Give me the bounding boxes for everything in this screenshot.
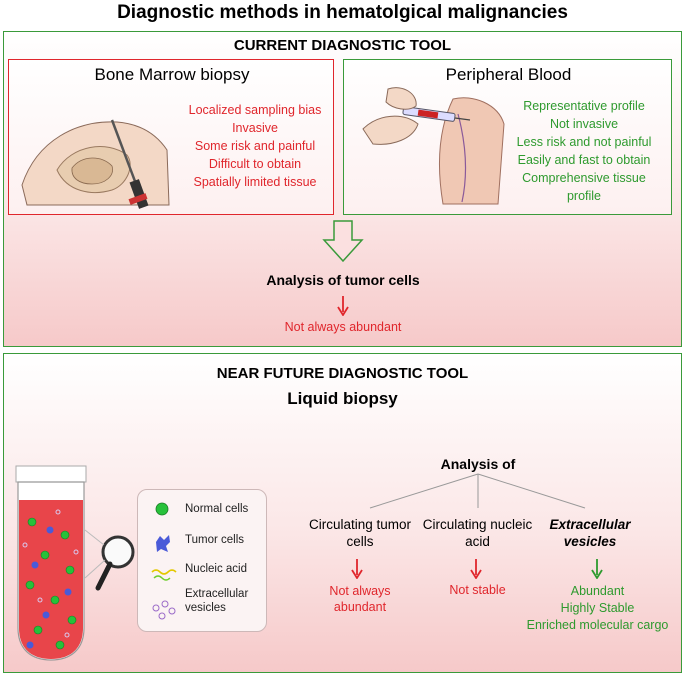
blood-draw-illustration xyxy=(362,87,505,205)
extracellular-vesicle-icon xyxy=(152,600,176,620)
peripheral-blood-title: Peripheral Blood xyxy=(445,65,572,84)
cell-legend: Normal cells Tumor cells Nucleic acid Ex… xyxy=(137,489,267,632)
red-down-arrow-icon xyxy=(470,559,482,579)
bone-marrow-box: Bone Marrow biopsy Localized sampling bi… xyxy=(8,59,334,215)
red-down-arrow-icon xyxy=(351,559,363,579)
bone-marrow-point: Localized sampling bias xyxy=(188,103,322,117)
bone-marrow-title: Bone Marrow biopsy xyxy=(94,65,250,84)
magnifier-icon xyxy=(101,535,135,569)
branch-circulating-nucleic-acid: Circulating nucleic acid xyxy=(422,517,533,549)
peripheral-blood-point: Not invasive xyxy=(549,117,619,131)
ev-note: Abundant xyxy=(570,584,625,598)
analysis-tree-lines xyxy=(369,473,586,509)
analysis-of-label: Analysis of xyxy=(440,456,516,472)
future-tool-heading: NEAR FUTURE DIAGNOSTIC TOOL xyxy=(216,365,469,382)
green-down-arrow-icon xyxy=(591,559,603,579)
current-tool-heading: CURRENT DIAGNOSTIC TOOL xyxy=(233,37,452,54)
test-tube-illustration xyxy=(15,465,135,661)
peripheral-blood-point: Comprehensive tissue profile xyxy=(522,171,646,203)
peripheral-blood-point: Representative profile xyxy=(523,99,645,113)
bone-marrow-point: Spatially limited tissue xyxy=(193,175,317,189)
nucleic-acid-note: Not stable xyxy=(449,583,506,597)
legend-nucleic-acid: Nucleic acid xyxy=(185,563,247,575)
tumor-cell-analysis-label: Analysis of tumor cells xyxy=(266,272,420,288)
tumor-cell-analysis-note: Not always abundant xyxy=(284,320,402,334)
ctc-note: Not always abundant xyxy=(329,584,391,614)
red-down-arrow-icon xyxy=(337,296,349,316)
peripheral-blood-box: Peripheral Blood Representative profile … xyxy=(343,59,672,215)
branch-extracellular-vesicles: Extracellular vesicles xyxy=(549,517,631,549)
branch-circulating-tumor-cells: Circulating tumor cells xyxy=(308,517,412,549)
big-down-arrow-icon xyxy=(322,220,364,262)
bone-marrow-points: Localized sampling bias Invasive Some ri… xyxy=(177,101,333,191)
bone-marrow-point: Difficult to obtain xyxy=(208,157,302,171)
legend-tumor-cells: Tumor cells xyxy=(185,534,244,546)
peripheral-blood-point: Less risk and not painful xyxy=(516,135,652,149)
bone-marrow-point: Invasive xyxy=(232,121,278,135)
normal-cell-icon xyxy=(155,502,169,516)
ev-note: Enriched molecular cargo xyxy=(526,618,669,632)
peripheral-blood-point: Easily and fast to obtain xyxy=(517,153,651,167)
ev-note: Highly Stable xyxy=(560,601,635,615)
legend-extracellular-vesicles: Extracellular vesicles xyxy=(185,588,249,614)
bone-marrow-illustration xyxy=(21,119,170,209)
liquid-biopsy-title: Liquid biopsy xyxy=(287,389,398,408)
ev-notes: Abundant Highly Stable Enriched molecula… xyxy=(510,583,685,634)
page-title: Diagnostic methods in hematolgical malig… xyxy=(117,2,568,23)
tumor-cell-icon xyxy=(156,535,170,552)
bone-marrow-point: Some risk and painful xyxy=(194,139,316,153)
nucleic-acid-icon xyxy=(151,569,177,575)
future-tool-panel xyxy=(3,353,682,673)
peripheral-blood-points: Representative profile Not invasive Less… xyxy=(504,97,664,205)
legend-normal-cells: Normal cells xyxy=(185,503,249,515)
